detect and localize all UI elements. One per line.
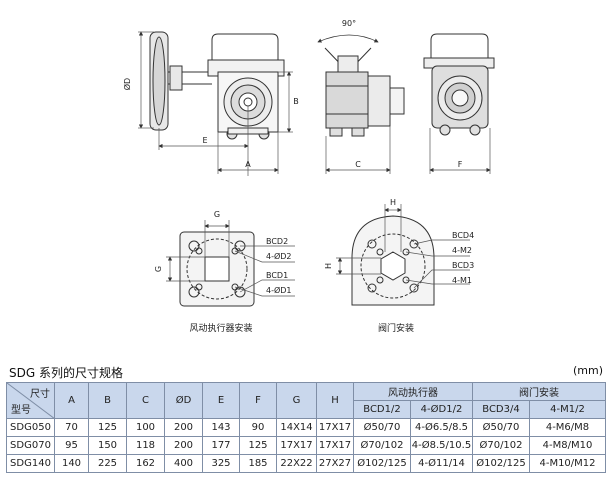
group-actuator: 风动执行器 bbox=[353, 382, 473, 401]
label-bcd1: BCD1 bbox=[266, 271, 288, 280]
cell: Ø70/102 bbox=[353, 436, 411, 455]
cell: 200 bbox=[164, 436, 203, 455]
cell: 27X27 bbox=[316, 454, 354, 473]
label-f: F bbox=[458, 160, 463, 169]
header-b: B bbox=[88, 382, 127, 419]
table-row: SDG070 95 150 118 200 177 125 17X17 17X1… bbox=[6, 436, 606, 455]
table-header-row: 尺寸 型号 A B C ØD E F G H 风动执行器 阀门安装 bbox=[6, 382, 606, 419]
table-subheader-row: BCD1/2 4-ØD1/2 BCD3/4 4-M1/2 bbox=[7, 400, 606, 419]
label-a: A bbox=[245, 160, 251, 169]
front-view-dimensions bbox=[138, 31, 293, 176]
label-g: G bbox=[214, 210, 220, 219]
table-row: SDG140 140 225 162 400 325 185 22X22 27X… bbox=[6, 454, 606, 473]
cell: 125 bbox=[239, 436, 277, 455]
label-m1: 4-M1 bbox=[452, 276, 472, 285]
side-view bbox=[317, 34, 405, 137]
label-c: C bbox=[355, 160, 361, 169]
label-od: ØD bbox=[122, 78, 132, 90]
cell: Ø50/70 bbox=[472, 418, 530, 437]
cell: 143 bbox=[202, 418, 240, 437]
cell-model: SDG050 bbox=[6, 418, 55, 437]
cell: 4-Ø11/14 bbox=[410, 454, 473, 473]
label-bcd2: BCD2 bbox=[266, 237, 288, 246]
cell-model: SDG140 bbox=[6, 454, 55, 473]
cell: Ø102/125 bbox=[353, 454, 411, 473]
label-h: H bbox=[390, 198, 396, 207]
cell: 140 bbox=[54, 454, 89, 473]
cell: 325 bbox=[202, 454, 240, 473]
valve-flange-dimensions bbox=[336, 204, 470, 289]
cell: 4-Ø6.5/8.5 bbox=[410, 418, 473, 437]
label-m2: 4-M2 bbox=[452, 246, 472, 255]
cell: 17X17 bbox=[276, 436, 317, 455]
cell: 4-M10/M12 bbox=[529, 454, 606, 473]
cell: 14X14 bbox=[276, 418, 317, 437]
cell: 225 bbox=[88, 454, 127, 473]
valve-flange bbox=[351, 215, 435, 306]
cell: 22X22 bbox=[276, 454, 317, 473]
corner-top-label: 尺寸 bbox=[30, 389, 50, 400]
label-bcd4: BCD4 bbox=[452, 231, 474, 240]
cell: 400 bbox=[164, 454, 203, 473]
cell: 118 bbox=[126, 436, 165, 455]
cell: 4-Ø8.5/10.5 bbox=[410, 436, 473, 455]
subheader-bcd12: BCD1/2 bbox=[353, 400, 411, 419]
header-od: ØD bbox=[164, 382, 203, 419]
unit-label: (mm) bbox=[572, 364, 603, 377]
header-a: A bbox=[54, 382, 89, 419]
cell: 70 bbox=[54, 418, 89, 437]
cell: 90 bbox=[239, 418, 277, 437]
cell: 162 bbox=[126, 454, 165, 473]
actuator-flange-dimensions bbox=[166, 220, 295, 297]
label-g-side: G bbox=[154, 266, 163, 272]
caption-valve: 阀门安装 bbox=[378, 322, 414, 334]
cell: 125 bbox=[88, 418, 127, 437]
cell: 150 bbox=[88, 436, 127, 455]
cell: 100 bbox=[126, 418, 165, 437]
rear-view bbox=[423, 33, 495, 136]
header-g: G bbox=[276, 382, 317, 419]
cell: 185 bbox=[239, 454, 277, 473]
corner-bottom-label: 型号 bbox=[11, 405, 31, 416]
cell: 4-M8/M10 bbox=[529, 436, 606, 455]
group-valve: 阀门安装 bbox=[472, 382, 606, 401]
section-title: SDG 系列的尺寸规格 bbox=[9, 366, 123, 380]
subheader-d12: 4-ØD1/2 bbox=[410, 400, 473, 419]
label-bcd3: BCD3 bbox=[452, 261, 474, 270]
cell: Ø50/70 bbox=[353, 418, 411, 437]
cell-model: SDG070 bbox=[6, 436, 55, 455]
subheader-m12: 4-M1/2 bbox=[529, 400, 606, 419]
label-b: B bbox=[293, 97, 299, 106]
label-angle: 90° bbox=[342, 19, 356, 28]
label-h-side: H bbox=[324, 263, 333, 269]
caption-actuator: 风动执行器安装 bbox=[189, 322, 252, 334]
label-e: E bbox=[202, 136, 207, 145]
corner-diagonal bbox=[7, 383, 54, 418]
front-view bbox=[149, 31, 285, 140]
cell: 4-M6/M8 bbox=[529, 418, 606, 437]
rear-view-dimensions bbox=[429, 128, 491, 174]
header-e: E bbox=[202, 382, 240, 419]
label-d1: 4-ØD1 bbox=[266, 285, 292, 295]
side-view-dimensions bbox=[325, 126, 391, 174]
cell: 17X17 bbox=[316, 436, 354, 455]
cell: 177 bbox=[202, 436, 240, 455]
cell: 200 bbox=[164, 418, 203, 437]
header-c: C bbox=[126, 382, 165, 419]
cell: Ø102/125 bbox=[472, 454, 530, 473]
header-f: F bbox=[239, 382, 277, 419]
subheader-bcd34: BCD3/4 bbox=[472, 400, 530, 419]
technical-drawing: ØD E A B 90° C F bbox=[122, 19, 495, 334]
cell: Ø70/102 bbox=[472, 436, 530, 455]
cell: 17X17 bbox=[316, 418, 354, 437]
table-row: SDG050 70 125 100 200 143 90 14X14 17X17… bbox=[6, 418, 606, 437]
actuator-flange bbox=[179, 231, 255, 307]
cell: 95 bbox=[54, 436, 89, 455]
corner-cell: 尺寸 型号 bbox=[6, 382, 55, 419]
header-h: H bbox=[316, 382, 354, 419]
label-d2: 4-ØD2 bbox=[266, 251, 292, 261]
spec-table: 尺寸 型号 A B C ØD E F G H 风动执行器 阀门安装 BCD1/2… bbox=[6, 382, 606, 473]
